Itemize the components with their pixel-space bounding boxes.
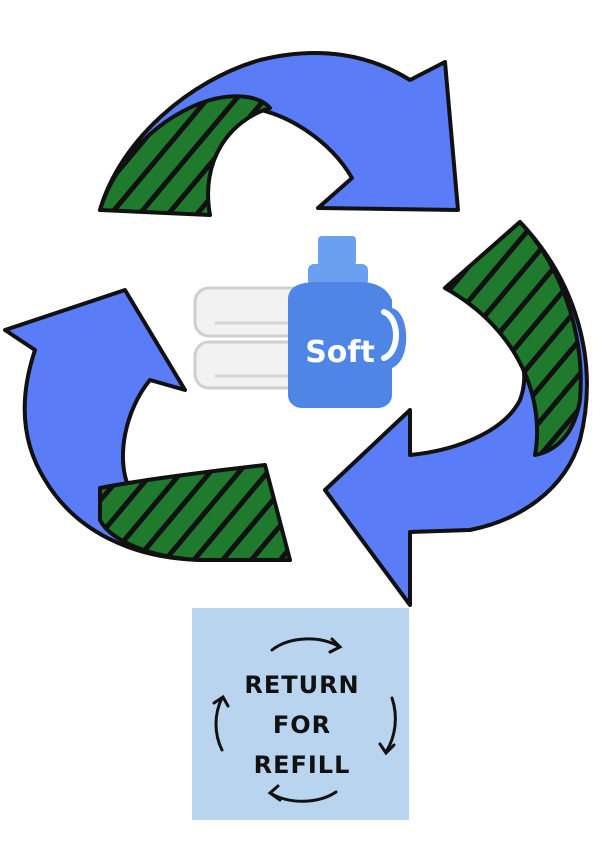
bottle-label: Soft xyxy=(305,335,375,370)
detergent-bottle-icon: Soft xyxy=(288,236,407,408)
refill-line-2: FOR xyxy=(273,711,331,739)
right-recycle-arrow-icon xyxy=(323,220,589,607)
refill-box: RETURN FOR REFILL xyxy=(192,608,409,820)
top-recycle-arrow-icon xyxy=(98,50,460,217)
left-recycle-arrow-icon xyxy=(3,288,292,562)
circular-arrows-icon xyxy=(212,637,397,803)
refill-line-1: RETURN xyxy=(244,671,359,699)
refill-line-3: REFILL xyxy=(254,751,351,779)
